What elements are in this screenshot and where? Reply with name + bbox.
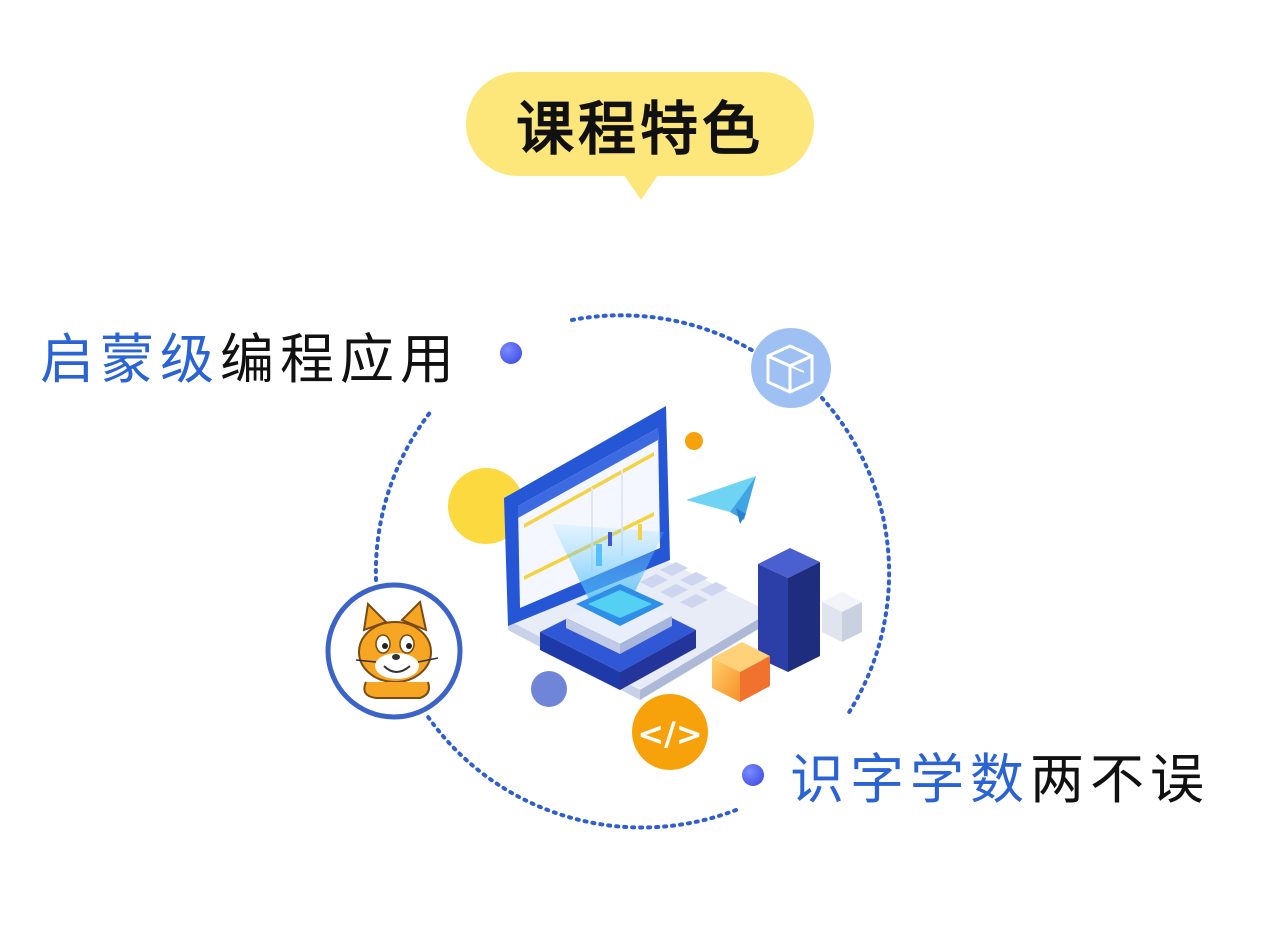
bullet-dot [500, 342, 522, 364]
page-title: 课程特色 [515, 95, 764, 163]
title-bubble: 课程特色 [466, 72, 814, 176]
white-cube [822, 592, 862, 642]
feature-accent-text: 识字学数 [790, 748, 1030, 811]
paper-plane-icon [686, 476, 756, 524]
bullet-dot [742, 764, 764, 786]
feature-accent-text: 启蒙级 [40, 328, 220, 391]
orange-dot [685, 432, 703, 450]
blue-dot [531, 671, 567, 707]
orange-cube [712, 642, 770, 702]
svg-text:</>: </> [637, 715, 702, 753]
dotted-ring [373, 313, 892, 830]
scratch-cat-icon [325, 582, 463, 720]
feature-literacy-math: 识字学数两不误 [790, 750, 1210, 810]
feature-coding-application: 启蒙级编程应用 [40, 330, 460, 390]
feature-plain-text: 编程应用 [220, 328, 460, 391]
bubble-tail [622, 172, 660, 200]
hologram-platform [540, 584, 696, 690]
wireframe-cube-icon [751, 328, 831, 408]
bar-block [758, 548, 820, 672]
feature-plain-text: 两不误 [1030, 748, 1210, 811]
hologram-beam [552, 524, 664, 610]
code-tag-icon: </> [632, 694, 708, 770]
